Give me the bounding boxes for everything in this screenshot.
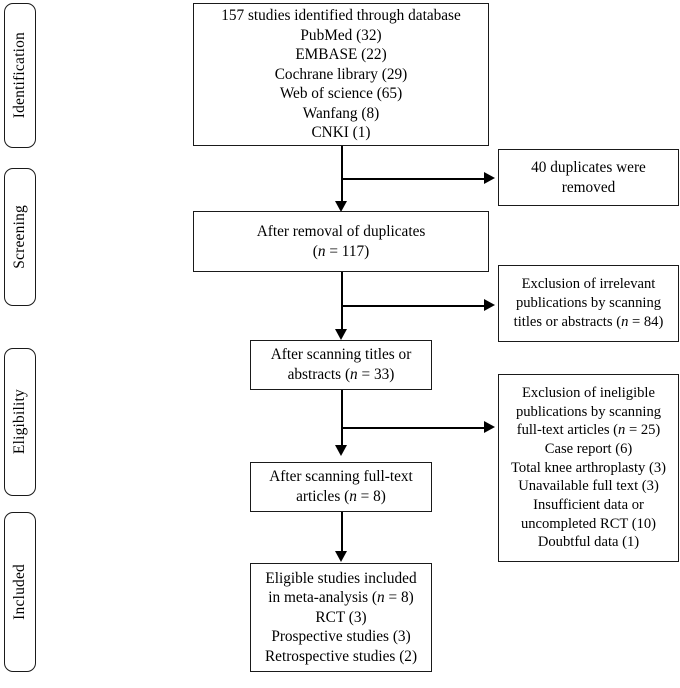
box-duplicates-removed: 40 duplicates were removed [498, 149, 679, 206]
box-line: CNKI (1) [311, 124, 371, 142]
box-line: Insufficient data or [533, 497, 644, 513]
box-studies-included: Eligible studies included in meta-analys… [250, 563, 432, 672]
box-line: RCT (3) [315, 608, 367, 626]
box-line: titles or abstracts (n = 84) [513, 313, 664, 330]
stage-label-included: Included [4, 512, 36, 672]
box-line: abstracts (n = 33) [287, 366, 395, 383]
box-line: Retrospective studies (2) [264, 647, 418, 665]
box-line: articles (n = 8) [296, 488, 386, 505]
box-after-fulltext-screening: After scanning full-text articles (n = 8… [250, 462, 432, 512]
arrow-head-to-after-fulltext-screening [334, 445, 347, 456]
box-line: Total knee arthroplasty (3) [511, 459, 666, 476]
box-line: full-text articles (n = 25) [516, 422, 661, 439]
stage-label-eligibility-text: Eligibility [11, 389, 29, 455]
stage-label-screening-text: Screening [11, 205, 29, 269]
box-line: Exclusion of irrelevant [521, 276, 656, 293]
box-line: (n = 117) [312, 242, 370, 260]
connector-branch-duplicates-removed [341, 178, 484, 180]
connector-fulltext-to-included [341, 512, 343, 554]
stage-label-screening: Screening [4, 168, 36, 306]
stage-label-identification: Identification [4, 3, 36, 148]
box-records-identified: 157 studies identified through database … [193, 3, 489, 146]
box-line: Case report (6) [544, 440, 633, 457]
arrow-head-duplicates-removed [484, 171, 495, 184]
box-line: removed [561, 178, 616, 196]
box-line: Web of science (65) [279, 85, 403, 103]
connector-branch-irrelevant-excluded [341, 305, 484, 307]
stage-label-identification-text: Identification [11, 32, 29, 119]
box-line: in meta-analysis (n = 8) [268, 589, 414, 607]
box-line: Eligible studies included [265, 569, 417, 587]
connector-screening-to-titles [341, 272, 343, 332]
stage-label-eligibility: Eligibility [4, 348, 36, 496]
box-line: Doubtful data (1) [537, 534, 640, 551]
arrow-head-to-studies-included [334, 551, 347, 562]
arrow-head-irrelevant-excluded [484, 298, 495, 311]
connector-titles-to-fulltext [341, 390, 343, 448]
box-line: uncompleted RCT (10) [520, 515, 657, 532]
connector-branch-ineligible-excluded [341, 427, 484, 429]
box-line: Unavailable full text (3) [518, 478, 659, 495]
box-line: After scanning full-text [269, 468, 413, 486]
box-line: Exclusion of ineligible [522, 384, 655, 401]
box-irrelevant-excluded: Exclusion of irrelevant publications by … [498, 265, 679, 342]
box-line: publications by scanning [515, 403, 662, 420]
stage-label-included-text: Included [11, 564, 29, 620]
box-line: Wanfang (8) [302, 104, 380, 122]
arrow-head-to-after-duplicates [334, 201, 347, 212]
box-line: After removal of duplicates [256, 222, 426, 240]
box-line: 40 duplicates were [531, 158, 646, 176]
arrow-head-ineligible-excluded [484, 420, 495, 433]
box-after-title-abstract-screening: After scanning titles or abstracts (n = … [250, 340, 432, 390]
connector-identification-to-screening [341, 146, 343, 204]
arrow-head-to-after-title-screening [334, 329, 347, 340]
box-ineligible-excluded: Exclusion of ineligible publications by … [498, 374, 679, 562]
box-line: EMBASE (22) [295, 46, 387, 64]
box-line: publications by scanning [515, 295, 662, 312]
box-line: 157 studies identified through database [221, 6, 461, 24]
box-line: Cochrane library (29) [274, 65, 408, 83]
box-line: After scanning titles or [270, 346, 412, 364]
box-line: PubMed (32) [300, 26, 382, 44]
box-line: Prospective studies (3) [271, 628, 411, 646]
box-after-duplicates-removed: After removal of duplicates (n = 117) [193, 211, 489, 272]
